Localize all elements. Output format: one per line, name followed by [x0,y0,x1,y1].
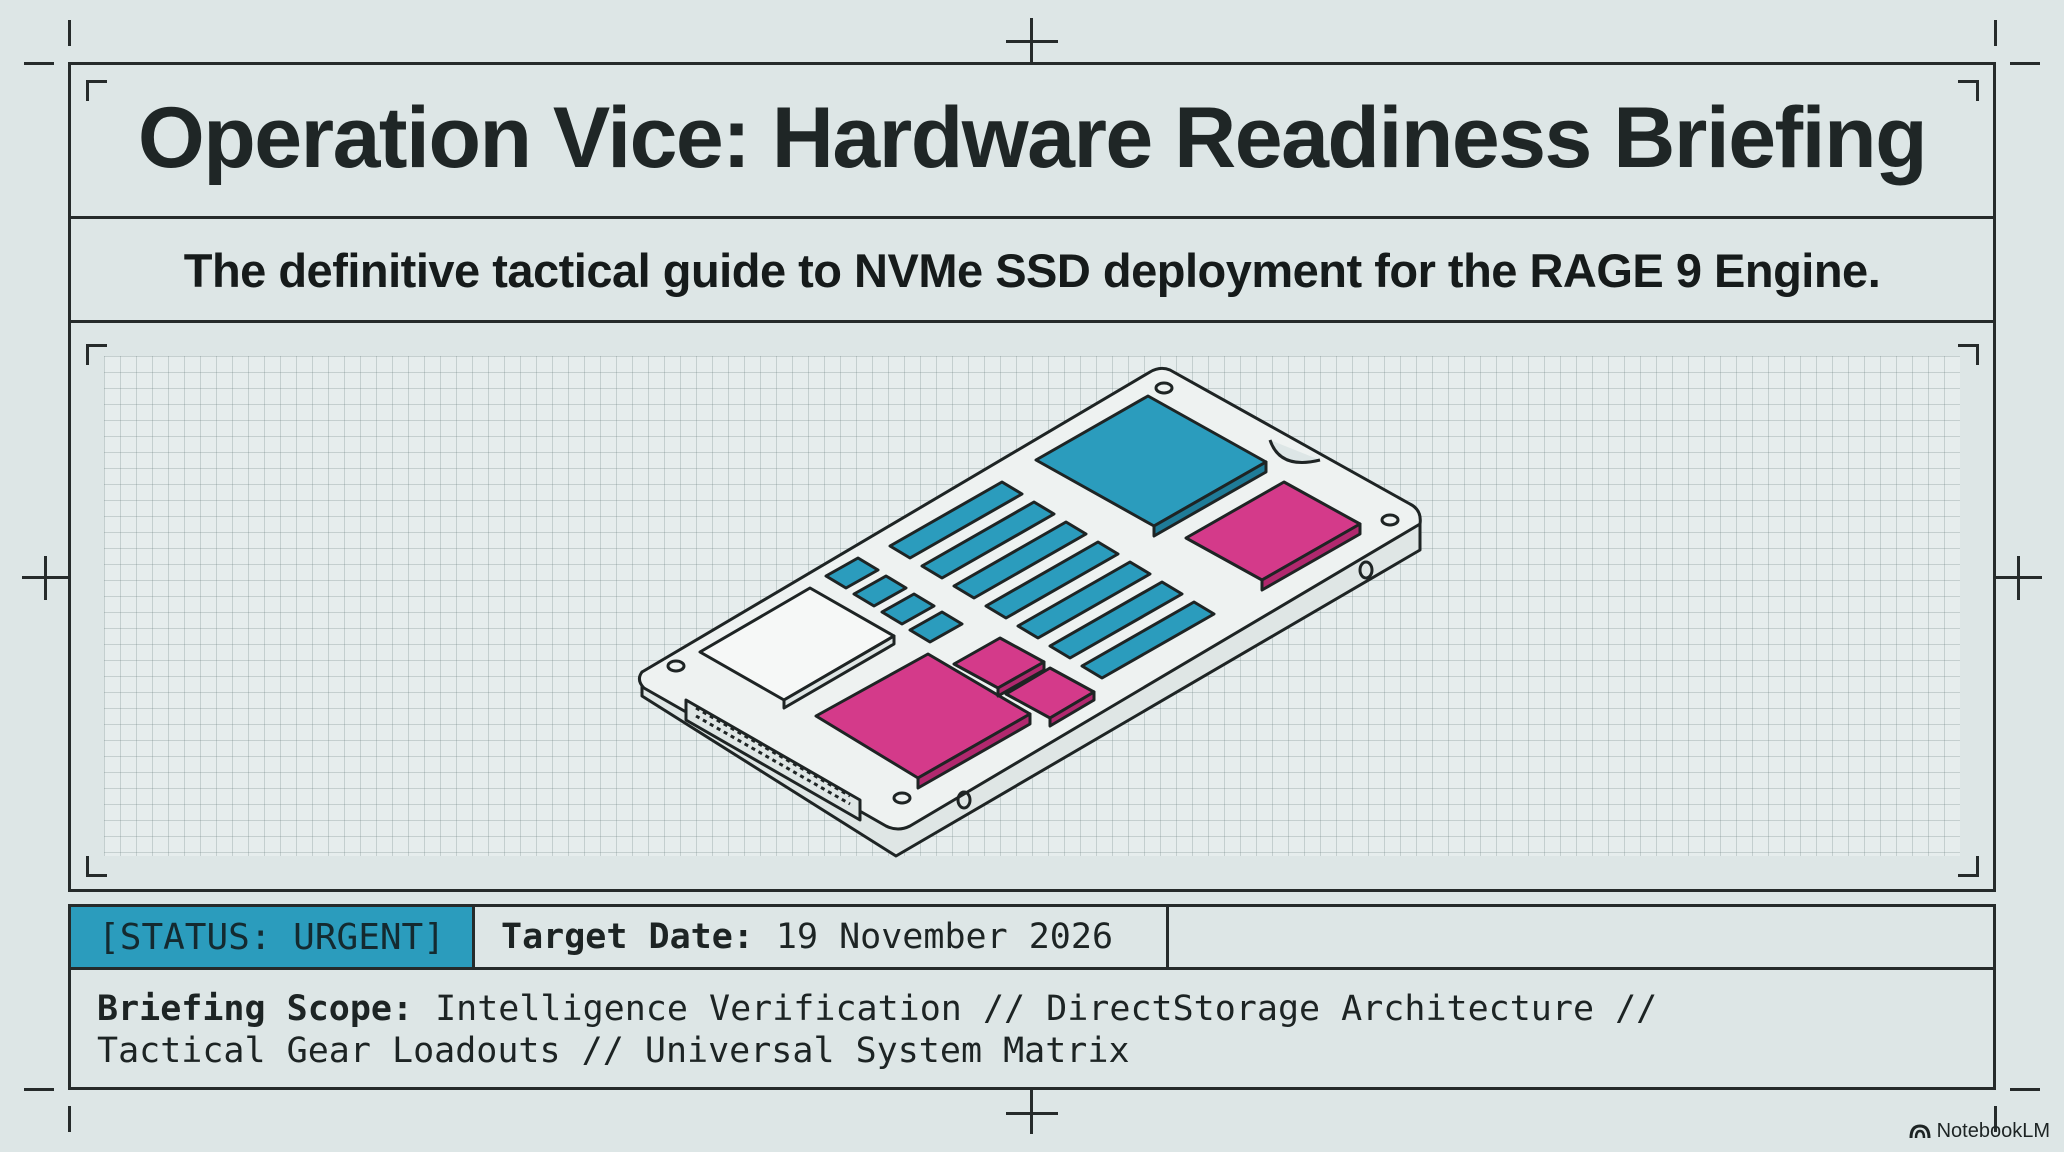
brand-watermark: NotebookLM [1909,1116,2050,1146]
corner-mark [86,856,107,877]
target-date-label: Target Date: [501,917,754,957]
scope-text-2: Tactical Gear Loadouts // Universal Syst… [97,1031,1130,1071]
page-title: Operation Vice: Hardware Readiness Brief… [137,89,1928,186]
scope-text-1: Intelligence Verification // DirectStora… [435,989,1658,1029]
registration-mark [24,1088,54,1091]
briefing-scope: Briefing Scope: Intelligence Verification… [68,970,1996,1090]
crosshair-mark [1006,1112,1058,1115]
corner-mark [1958,856,1979,877]
corner-mark [1958,80,1979,101]
subtitle-divider [68,320,1996,323]
registration-mark [24,62,54,65]
nvme-ssd-icon [637,366,1422,858]
registration-mark [1994,1106,1997,1132]
registration-mark [2010,62,2040,65]
corner-mark [86,344,107,365]
crosshair-mark [22,576,68,579]
target-date: Target Date: 19 November 2026 [475,907,1169,967]
corner-mark [86,80,107,101]
registration-mark [2010,1088,2040,1091]
brand-name: NotebookLM [1936,1119,2050,1142]
registration-mark [68,20,71,46]
scope-label: Briefing Scope: [97,989,414,1029]
registration-mark [68,1106,71,1132]
page-subtitle: The definitive tactical guide to NVMe SS… [183,243,1881,297]
status-bar: [STATUS: URGENT] Target Date: 19 Novembe… [68,904,1996,970]
registration-mark [1994,20,1997,46]
scope-line-1: Briefing Scope: Intelligence Verification… [97,988,1993,1030]
crosshair-mark [1006,40,1058,43]
status-badge: [STATUS: URGENT] [71,907,475,967]
corner-mark [1958,344,1979,365]
crosshair-mark [1996,576,2042,579]
target-date-value: 19 November 2026 [775,917,1114,957]
title-divider [68,216,1996,219]
briefing-frame [68,62,1996,892]
notebooklm-logo-icon [1909,1124,1931,1139]
